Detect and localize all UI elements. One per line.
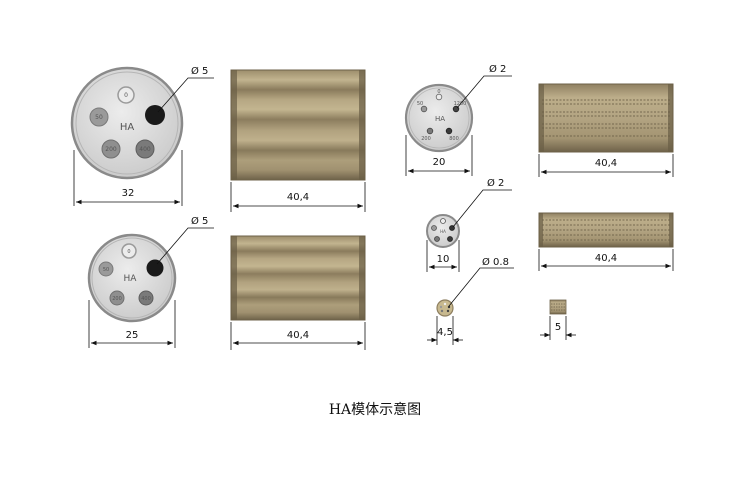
dim-length-25 [230, 322, 366, 350]
face-label: HA [124, 274, 138, 284]
hole-400: 400 [138, 290, 154, 306]
hole-0: 0 [121, 243, 137, 259]
face-view-4-5mm [436, 299, 454, 317]
hole [447, 236, 453, 242]
dim-hole-4-5: Ø 0.8 [482, 256, 509, 268]
side-view-25mm [230, 235, 366, 321]
hole-0: 0 [435, 89, 443, 101]
svg-text:0: 0 [127, 249, 130, 255]
face-label: HA [435, 115, 445, 123]
dim-diameter-4-5 [427, 316, 463, 345]
hole-800: 800 [445, 127, 459, 142]
hole-400: 400 [135, 139, 155, 159]
svg-text:200: 200 [421, 136, 431, 142]
svg-text:200: 200 [105, 146, 117, 153]
dim-label-32: 32 [122, 188, 135, 199]
dim-diameter-10 [426, 240, 460, 272]
side-view-32mm [230, 69, 366, 181]
leader-hole-20 [456, 75, 512, 109]
dim-label-10: 10 [437, 254, 450, 265]
dim-label-20: 20 [433, 157, 446, 168]
dim-length-label-32: 40,4 [287, 192, 309, 203]
dim-length-label-5: 5 [555, 322, 561, 333]
svg-text:50: 50 [417, 101, 423, 107]
side-view-20mm [538, 83, 674, 153]
svg-text:0: 0 [437, 89, 440, 95]
figure-caption: HA模体示意图 [328, 402, 422, 418]
side-view-4-5mm [549, 299, 567, 315]
face-view-32mm: 0 50 200 400 HA [70, 66, 184, 180]
svg-text:50: 50 [95, 114, 103, 121]
leader-hole-32 [157, 77, 214, 113]
hole-200: 200 [109, 290, 125, 306]
hole [434, 236, 440, 242]
hole [431, 225, 437, 231]
leader-hole-25 [156, 227, 214, 265]
hole-50: 50 [98, 261, 114, 277]
dim-length-5 [540, 316, 576, 340]
dim-length-10 [538, 249, 674, 271]
face-view-20mm: 0 50 1200 200 800 HA [404, 83, 474, 153]
svg-text:200: 200 [112, 296, 122, 302]
hole-50: 50 [89, 107, 109, 127]
dim-length-label-10: 40,4 [595, 253, 617, 264]
dim-diameter-20 [405, 135, 473, 176]
dim-label-25: 25 [126, 330, 139, 341]
svg-text:50: 50 [103, 267, 109, 273]
dim-length-label-25: 40,4 [287, 330, 309, 341]
hole-200: 200 [421, 127, 434, 142]
face-view-10mm: HA [426, 214, 460, 248]
dim-length-label-20: 40,4 [595, 158, 617, 169]
face-view-25mm: 0 50 200 400 HA [87, 233, 177, 323]
svg-text:400: 400 [141, 296, 151, 302]
dim-hole-20: Ø 2 [489, 63, 506, 75]
svg-text:400: 400 [139, 146, 151, 153]
leader-hole-4-5 [448, 267, 514, 307]
hole [440, 218, 446, 224]
hole-0: 0 [117, 86, 135, 104]
dim-length-32 [230, 182, 366, 212]
hole-200: 200 [101, 139, 121, 159]
dim-length-20 [538, 154, 674, 177]
dim-diameter-32 [73, 150, 183, 206]
side-view-10mm [538, 212, 674, 248]
hole-50: 50 [417, 101, 428, 113]
face-label: HA [440, 229, 446, 234]
dim-hole-32: Ø 5 [191, 65, 208, 77]
svg-text:0: 0 [124, 92, 128, 99]
dim-diameter-25 [88, 300, 176, 348]
face-label: HA [120, 122, 135, 133]
svg-text:800: 800 [449, 136, 459, 142]
dim-label-4-5: 4,5 [437, 327, 453, 338]
dark-insert [146, 259, 164, 277]
dim-hole-10: Ø 2 [487, 177, 504, 189]
leader-hole-10 [452, 189, 512, 228]
dim-hole-25: Ø 5 [191, 215, 208, 227]
